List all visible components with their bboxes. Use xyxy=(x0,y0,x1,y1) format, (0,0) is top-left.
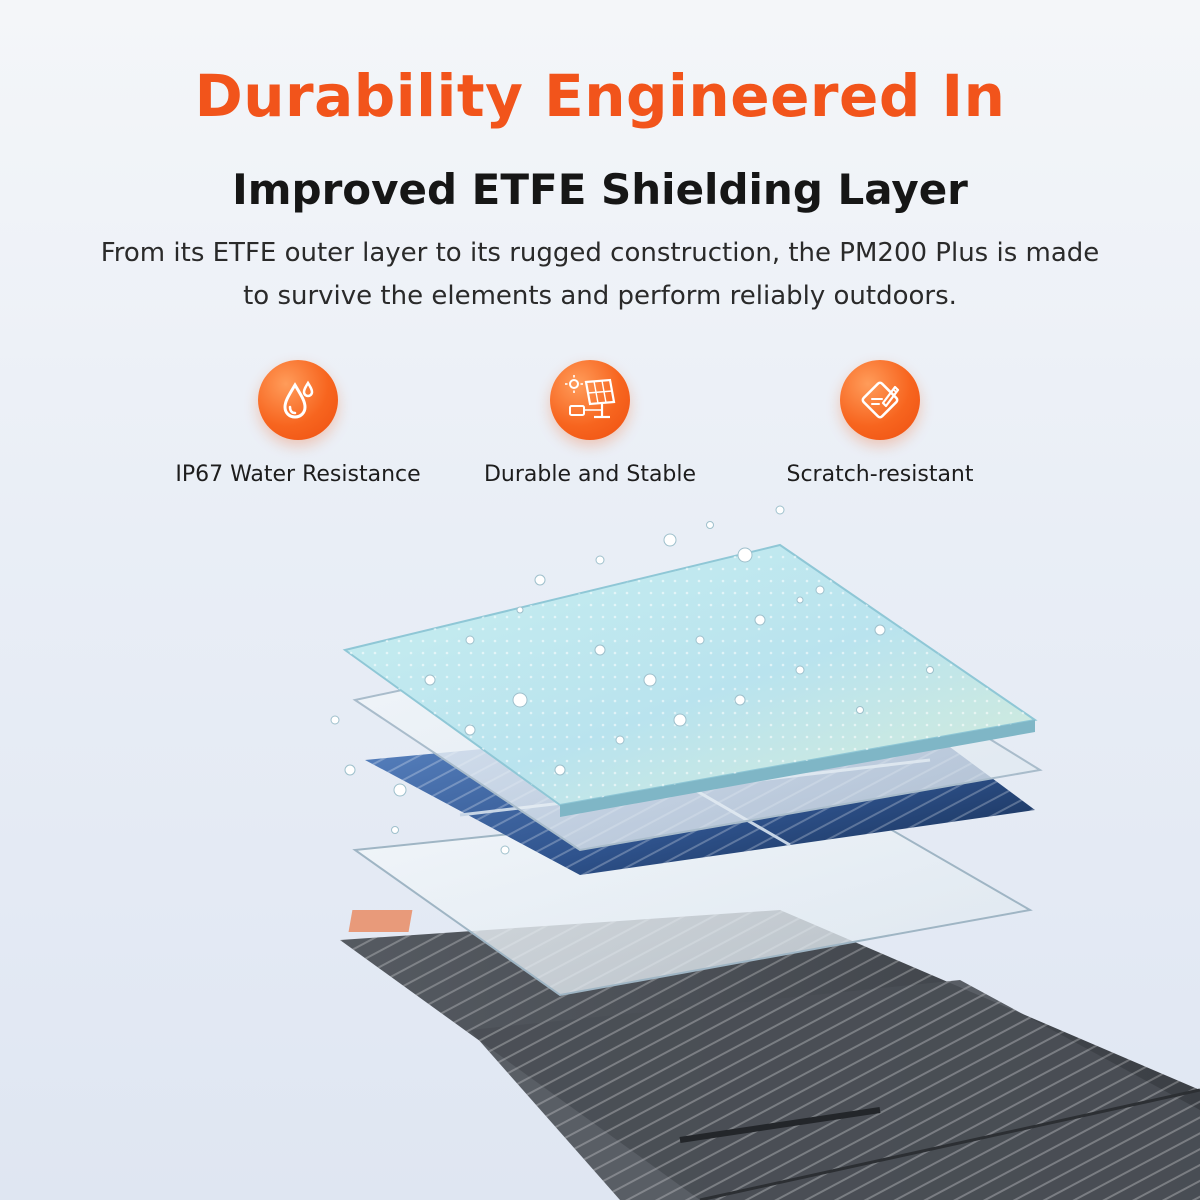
feature-durable-stable: Durable and Stable xyxy=(440,360,740,487)
page-subheadline: Improved ETFE Shielding Layer xyxy=(232,165,968,214)
feature-scratch-resistant: Scratch-resistant xyxy=(730,360,1030,487)
scratch-shield-icon xyxy=(840,360,920,440)
feature-water-resistance: IP67 Water Resistance xyxy=(148,360,448,487)
page-headline: Durability Engineered In xyxy=(194,62,1006,130)
water-drop-icon xyxy=(258,360,338,440)
solar-panel-icon xyxy=(550,360,630,440)
feature-label: IP67 Water Resistance xyxy=(175,462,421,487)
feature-label: Scratch-resistant xyxy=(786,462,974,487)
product-description: From its ETFE outer layer to its rugged … xyxy=(100,238,1100,311)
solar-panel-layers-illustration xyxy=(330,505,1200,1200)
water-droplets xyxy=(330,505,934,855)
feature-label: Durable and Stable xyxy=(483,462,697,487)
